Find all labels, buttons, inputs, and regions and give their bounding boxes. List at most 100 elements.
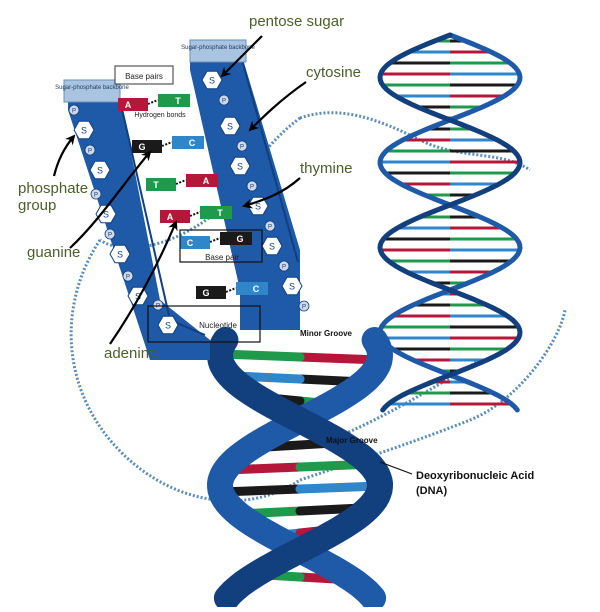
- sugar-symbol: S: [209, 76, 215, 86]
- dna-name-label: Deoxyribonucleic Acid: [416, 470, 534, 482]
- phosphate-right-1: P: [236, 140, 248, 152]
- sugar-right-1: S: [219, 116, 241, 136]
- sugar-symbol: S: [237, 162, 243, 172]
- sugar-right-2: S: [229, 156, 251, 176]
- base-letter-right: T: [175, 96, 181, 106]
- annotation-phosphate-group: phosphate group: [18, 180, 89, 214]
- phosphate-symbol: P: [94, 193, 98, 199]
- annotation-cytosine: cytosine: [306, 64, 362, 81]
- sugar-symbol: S: [103, 210, 109, 220]
- svg-text:Hydrogen bonds: Hydrogen bonds: [134, 112, 186, 119]
- sugar-symbol: S: [165, 321, 171, 331]
- sugar-symbol: S: [117, 250, 123, 260]
- base-pair-box: Base pair: [179, 229, 263, 263]
- sugar-symbol: S: [255, 202, 261, 212]
- base-letter-left: C: [187, 238, 194, 248]
- annotation-pentose-sugar: pentose sugar: [249, 13, 345, 30]
- phosphate-symbol: P: [240, 145, 244, 151]
- annotation-thymine: thymine: [300, 160, 353, 177]
- backbone-header-left: Sugar-phosphate backbone: [55, 79, 130, 103]
- sugar-left-2: S: [95, 204, 117, 224]
- helix-rung: [216, 481, 384, 497]
- phosphate-left-5: P: [152, 299, 164, 311]
- svg-text:Base pairs: Base pairs: [125, 72, 163, 81]
- base-letter-left: T: [153, 180, 159, 190]
- phosphate-right-4: P: [278, 260, 290, 272]
- phosphate-right-0: P: [218, 94, 230, 106]
- base-pairs-box: Base pairs: [114, 65, 174, 85]
- svg-text:Nucleotide: Nucleotide: [199, 321, 237, 330]
- helix-rung: [216, 349, 384, 365]
- phosphate-symbol: P: [72, 109, 76, 115]
- phosphate-symbol: P: [250, 185, 254, 191]
- hydrogen-bonds-label: Hydrogen bonds: [134, 112, 186, 119]
- phosphate-symbol: P: [282, 265, 286, 271]
- svg-text:Sugar-phosphate backbone: Sugar-phosphate backbone: [181, 45, 255, 51]
- phosphate-right-3: P: [264, 220, 276, 232]
- base-letter-right: A: [203, 176, 210, 186]
- dna-abbrev-label: (DNA): [416, 485, 447, 497]
- right-double-helix: [377, 32, 523, 413]
- base-letter-right: C: [253, 284, 260, 294]
- base-letter-left: A: [167, 212, 174, 222]
- phosphate-symbol: P: [222, 99, 226, 105]
- dna-label-leader: [379, 461, 413, 475]
- lower-double-helix: [206, 327, 394, 611]
- sugar-symbol: S: [227, 122, 233, 132]
- backbone-header-right: Sugar-phosphate backbone: [181, 39, 256, 63]
- sugar-symbol: S: [135, 292, 141, 302]
- phosphate-right-5: P: [298, 300, 310, 312]
- sugar-left-4: S: [127, 286, 149, 306]
- annotation-arrows: [52, 35, 307, 345]
- arrow-thymine: [242, 177, 301, 209]
- sugar-left-1: S: [89, 160, 111, 180]
- sugar-symbol: S: [269, 242, 275, 252]
- sugar-right-4: S: [261, 236, 283, 256]
- minor-groove-label: Minor Groove: [300, 329, 353, 338]
- phosphate-left-4: P: [122, 270, 134, 282]
- arrow-phosphate-group: [52, 134, 76, 177]
- annotation-guanine: guanine: [27, 244, 81, 261]
- nucleotide-box: Nucleotide: [147, 305, 261, 343]
- phosphate-left-2: P: [90, 188, 102, 200]
- sugar-symbol: S: [81, 126, 87, 136]
- arrow-adenine: [109, 220, 178, 345]
- phosphate-left-3: P: [104, 228, 116, 240]
- sugar-right-5: S: [281, 276, 303, 296]
- phosphate-symbol: P: [108, 233, 112, 239]
- sugar-symbol: S: [97, 166, 103, 176]
- base-letter-left: A: [125, 100, 132, 110]
- sugar-left-5: S: [157, 315, 179, 335]
- arrow-guanine: [69, 150, 152, 249]
- base-letter-left: G: [202, 288, 209, 298]
- phosphate-left-1: P: [84, 144, 96, 156]
- arrow-pentose-sugar: [220, 35, 263, 78]
- base-letter-right: T: [217, 208, 223, 218]
- arrow-cytosine: [248, 81, 307, 132]
- sugar-left-3: S: [109, 244, 131, 264]
- sugar-right-0: S: [201, 70, 223, 90]
- base-letter-right: G: [236, 234, 243, 244]
- major-groove-label: Major Groove: [326, 436, 378, 445]
- annotation-adenine: adenine: [104, 345, 158, 362]
- phosphate-right-2: P: [246, 180, 258, 192]
- base-letter-left: G: [138, 142, 145, 152]
- phosphate-symbol: P: [88, 149, 92, 155]
- sugar-symbol: S: [289, 282, 295, 292]
- phosphate-symbol: P: [302, 305, 306, 311]
- phosphate-symbol: P: [268, 225, 272, 231]
- svg-text:Base pair: Base pair: [205, 253, 239, 262]
- svg-text:Sugar-phosphate backbone: Sugar-phosphate backbone: [55, 85, 129, 91]
- phosphate-left-0: P: [68, 104, 80, 116]
- phosphate-symbol: P: [126, 275, 130, 281]
